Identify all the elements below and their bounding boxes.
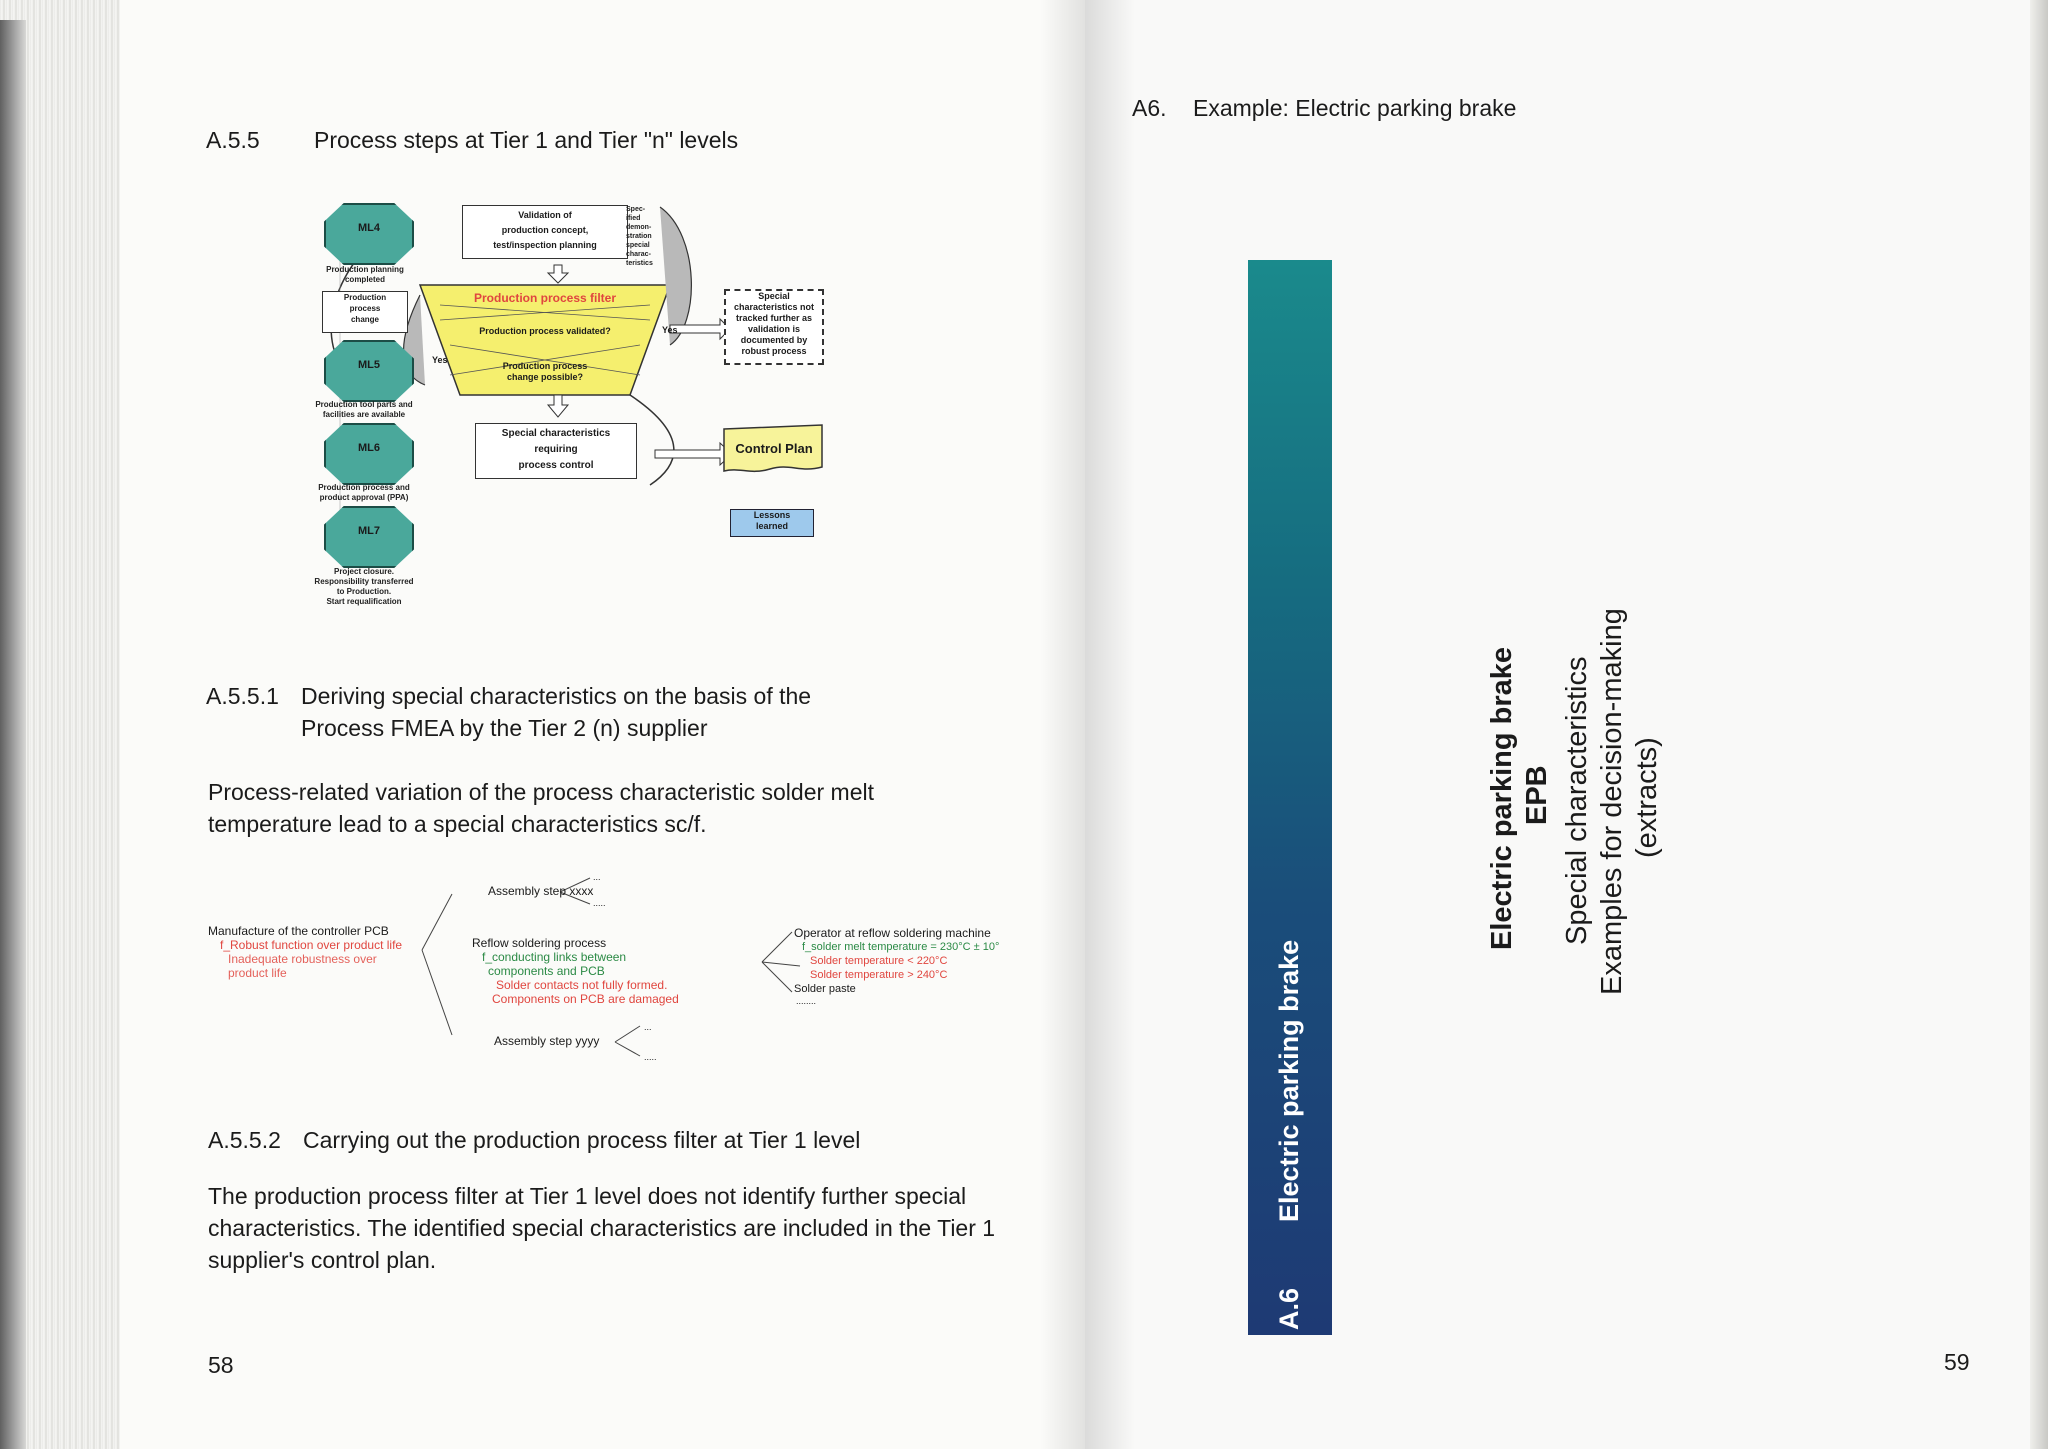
title-line-2: EPB <box>1521 765 1553 825</box>
subsection-2-number: A.5.5.2 <box>208 1127 281 1153</box>
milestone-ml5 <box>324 340 414 402</box>
dots-bottom-a: ... <box>644 1022 652 1032</box>
ml7-caption: Project closure.Responsibility transferr… <box>314 567 414 606</box>
cause-failure-high: Solder temperature > 240°C <box>810 969 948 981</box>
paragraph-2-line-2: characteristics. The identified special … <box>208 1215 996 1241</box>
title-line-1: Electric parking brake <box>1486 646 1518 950</box>
paragraph-2-line-1: The production process filter at Tier 1 … <box>208 1183 967 1209</box>
filter-title: Production process filter <box>473 291 617 305</box>
tree-root-failure-1: Inadequate robustness over <box>228 952 377 966</box>
subsection-2-title: Carrying out the production process filt… <box>303 1127 861 1153</box>
title-line-5: (extracts) <box>1631 737 1663 858</box>
yes-right: Yes <box>662 325 678 335</box>
title-line-4: Examples for decision-making <box>1596 608 1628 995</box>
book-cover-edge <box>0 20 26 1449</box>
ml7-label: ML7 <box>358 525 380 537</box>
subsection-1-line-1: Deriving special characteristics on the … <box>301 683 812 709</box>
cause-failure-low: Solder temperature < 220°C <box>810 955 948 967</box>
right-heading-number: A6. <box>1132 95 1167 121</box>
cause-dots: ........ <box>796 996 817 1006</box>
tree-root: Manufacture of the controller PCB <box>208 924 389 938</box>
cause-function: f_solder melt temperature = 230°C ± 10° <box>802 941 1000 953</box>
assembly-step-yyyy: Assembly step yyyy <box>494 1034 600 1048</box>
milestone-ml6 <box>324 423 414 485</box>
section-title: Process steps at Tier 1 and Tier "n" lev… <box>314 127 739 153</box>
control-plan-shape <box>723 424 823 473</box>
dots-top-b: ..... <box>593 898 606 908</box>
paragraph-1-line-2: temperature lead to a special characteri… <box>208 811 707 837</box>
dots-bottom-b: ..... <box>644 1052 657 1062</box>
reflow-soldering-process: Reflow soldering process <box>472 936 607 950</box>
cause-operator: Operator at reflow soldering machine <box>794 926 991 940</box>
milestone-ml7 <box>324 506 414 568</box>
cause-solder-paste: Solder paste <box>794 983 856 995</box>
reflow-function-2: components and PCB <box>488 964 605 978</box>
assembly-step-xxxx: Assembly step xxxx <box>488 884 594 898</box>
reflow-failure-2: Components on PCB are damaged <box>492 992 679 1006</box>
dots-top-a: ... <box>593 872 601 882</box>
reflow-failure-1: Solder contacts not fully formed. <box>496 978 668 992</box>
bar-chapter-number: A.6 <box>1274 1287 1304 1330</box>
tree-lines <box>421 877 801 1057</box>
page-number-right: 59 <box>1944 1349 1970 1375</box>
title-line-3: Special characteristics <box>1561 656 1593 946</box>
control-plan-label: Control Plan <box>735 441 813 456</box>
page-number-left: 58 <box>208 1352 234 1378</box>
paragraph-2-line-3: supplier's control plan. <box>208 1247 437 1273</box>
right-page-edge <box>2030 0 2048 1449</box>
tree-root-failure-2: product life <box>228 966 287 980</box>
reflow-function-1: f_conducting links between <box>482 950 627 964</box>
gutter-shadow-right <box>1085 0 1135 1449</box>
subsection-1-line-2: Process FMEA by the Tier 2 (n) supplier <box>301 715 708 741</box>
ml6-label: ML6 <box>358 442 380 454</box>
yes-left: Yes <box>432 355 448 365</box>
bar-chapter-title: Electric parking brake <box>1274 939 1304 1222</box>
chapter-tab-bar <box>1248 260 1332 1335</box>
ml4-label: ML4 <box>358 222 380 234</box>
filter-question-validated: Production process validated? <box>479 326 611 336</box>
subsection-1-number: A.5.5.1 <box>206 683 279 709</box>
gutter-shadow <box>1040 0 1085 1449</box>
right-page <box>1085 0 2048 1449</box>
right-heading-title: Example: Electric parking brake <box>1193 95 1517 121</box>
tree-root-function: f_Robust function over product life <box>220 938 403 952</box>
milestone-ml4 <box>324 203 414 265</box>
ml5-label: ML5 <box>358 359 380 371</box>
fmea-structure-tree: Manufacture of the controller PCB f_Robu… <box>200 870 1060 1070</box>
paragraph-1-line-1: Process-related variation of the process… <box>208 779 875 805</box>
section-number: A.5.5 <box>206 127 260 153</box>
